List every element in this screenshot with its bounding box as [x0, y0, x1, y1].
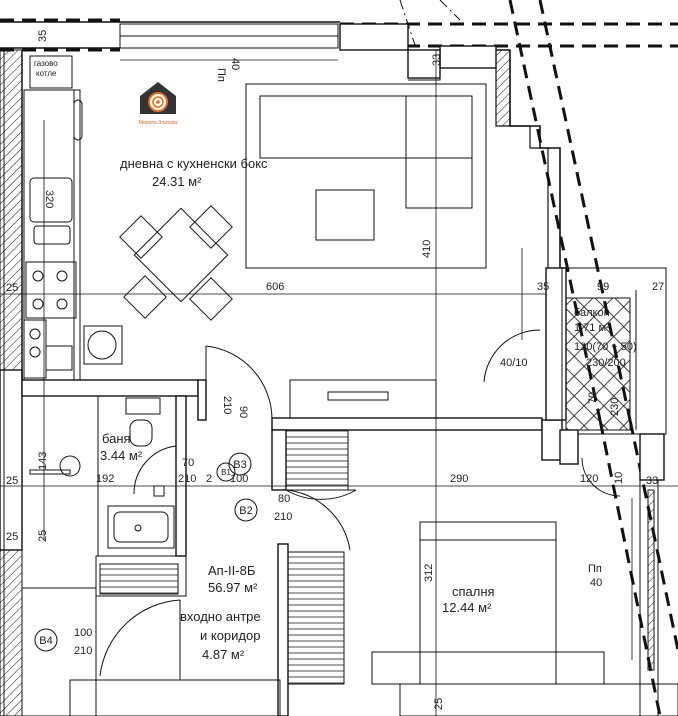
sofa-icon — [245, 83, 487, 269]
dim-25-left-3: 25 — [37, 530, 49, 542]
kitchen-counter — [23, 55, 123, 381]
company-logo: Мирела Златева — [139, 82, 178, 126]
tag-b4: B4 — [34, 628, 58, 652]
dim-b4-210: 210 — [74, 645, 92, 657]
tag-b3: B3 — [228, 452, 252, 476]
dim-35-top: 35 — [37, 30, 49, 42]
dim-bath-door-70: 70 — [182, 457, 194, 469]
hallway-name-line2: и коридор — [200, 628, 260, 643]
toilet-icon — [129, 419, 153, 447]
dim-143: 143 — [37, 452, 49, 470]
living-room — [21, 49, 568, 380]
dim-100: 100 — [230, 473, 248, 485]
sink-icon — [29, 177, 73, 223]
svg-text:B2: B2 — [239, 505, 252, 517]
gas-boiler-label-2: котле — [36, 69, 57, 78]
top-wall — [0, 18, 678, 69]
dim-33: 33 — [646, 475, 658, 487]
dim-320: 320 — [43, 190, 55, 208]
shower-drain-icon — [59, 455, 81, 477]
living-room-area: 24.31 м² — [152, 174, 202, 189]
dim-27: 27 — [652, 281, 664, 293]
dim-312: 312 — [423, 564, 435, 582]
dim-b4-100: 100 — [74, 627, 92, 639]
dim-230-balcony: 230 — [609, 398, 621, 416]
pp-top-label: Пп — [215, 68, 227, 82]
bed-icon — [371, 521, 605, 685]
dimension-lines — [0, 50, 678, 716]
dim-door-210: 210 — [221, 396, 233, 414]
dim-10: 10 — [613, 472, 625, 484]
balcony — [559, 267, 667, 481]
svg-text:B1: B1 — [221, 468, 231, 477]
dim-70-balcony: 70 — [587, 392, 599, 404]
dim-window-living: 40/10 — [500, 357, 528, 369]
bathroom-area: 3.44 м² — [100, 448, 143, 463]
door-swings — [99, 329, 621, 680]
bathroom-fixtures — [29, 395, 177, 557]
dim-25-bottom-left: 25 — [6, 531, 18, 543]
interior-walls — [21, 267, 678, 716]
dim-192: 192 — [96, 473, 114, 485]
dim-25-bottom: 25 — [433, 698, 445, 710]
bedroom-area: 12.44 м² — [442, 600, 492, 615]
tv-stand-icon — [289, 379, 437, 419]
dim-35-mid: 35 — [537, 281, 549, 293]
tag-b1: B1 — [216, 462, 236, 482]
bathroom-name: баня — [102, 431, 131, 446]
balcony-area: 1.71 м² — [574, 322, 610, 334]
svg-text:B4: B4 — [39, 635, 52, 647]
bathtub-icon — [107, 505, 175, 549]
stove-icon — [25, 261, 77, 319]
fridge-icon — [87, 330, 117, 360]
dining-table-icon — [119, 205, 233, 321]
pp-right-value: 40 — [590, 577, 602, 589]
dim-25-left-2: 25 — [6, 475, 18, 487]
dim-33-top: 33 — [431, 54, 443, 66]
dim-410: 410 — [421, 240, 433, 258]
tag-b2: B2 — [234, 498, 258, 522]
dim-120: 120 — [580, 473, 598, 485]
svg-text:Мирела Златева: Мирела Златева — [139, 120, 178, 126]
dim-290: 290 — [450, 473, 468, 485]
dim-bath-door-210: 210 — [178, 473, 196, 485]
bedroom-name: спалня — [452, 584, 495, 599]
dim-25-left: 25 — [6, 282, 18, 294]
living-room-name: дневна с кухненски бокс — [120, 156, 268, 171]
apartment-area: 56.97 м² — [208, 580, 258, 595]
hallway-name-line1: входно антре — [180, 609, 261, 624]
dim-99: 99 — [597, 281, 609, 293]
svg-text:B3: B3 — [233, 459, 246, 471]
balcony-name: балкон — [574, 307, 610, 319]
hallway-area: 4.87 м² — [202, 647, 245, 662]
gas-boiler-label-1: газово — [34, 59, 58, 68]
dim-606: 606 — [266, 281, 284, 293]
dim-door-90: 90 — [237, 406, 249, 418]
dim-2: 2 — [206, 473, 212, 485]
dim-b2-210: 210 — [274, 511, 292, 523]
pp-top-value: 40 — [229, 58, 241, 70]
stair-area — [99, 429, 349, 685]
left-wall — [0, 49, 23, 716]
coffee-table-icon — [315, 189, 375, 241]
pp-right-label: Пп — [588, 563, 602, 575]
apartment-id: Ап-II-8Б — [208, 563, 255, 578]
dim-window-balcony: 120(70 + 50) — [574, 341, 637, 353]
dim-b2-80: 80 — [278, 493, 290, 505]
dim-window-balcony-2: 230/200 — [586, 357, 626, 369]
